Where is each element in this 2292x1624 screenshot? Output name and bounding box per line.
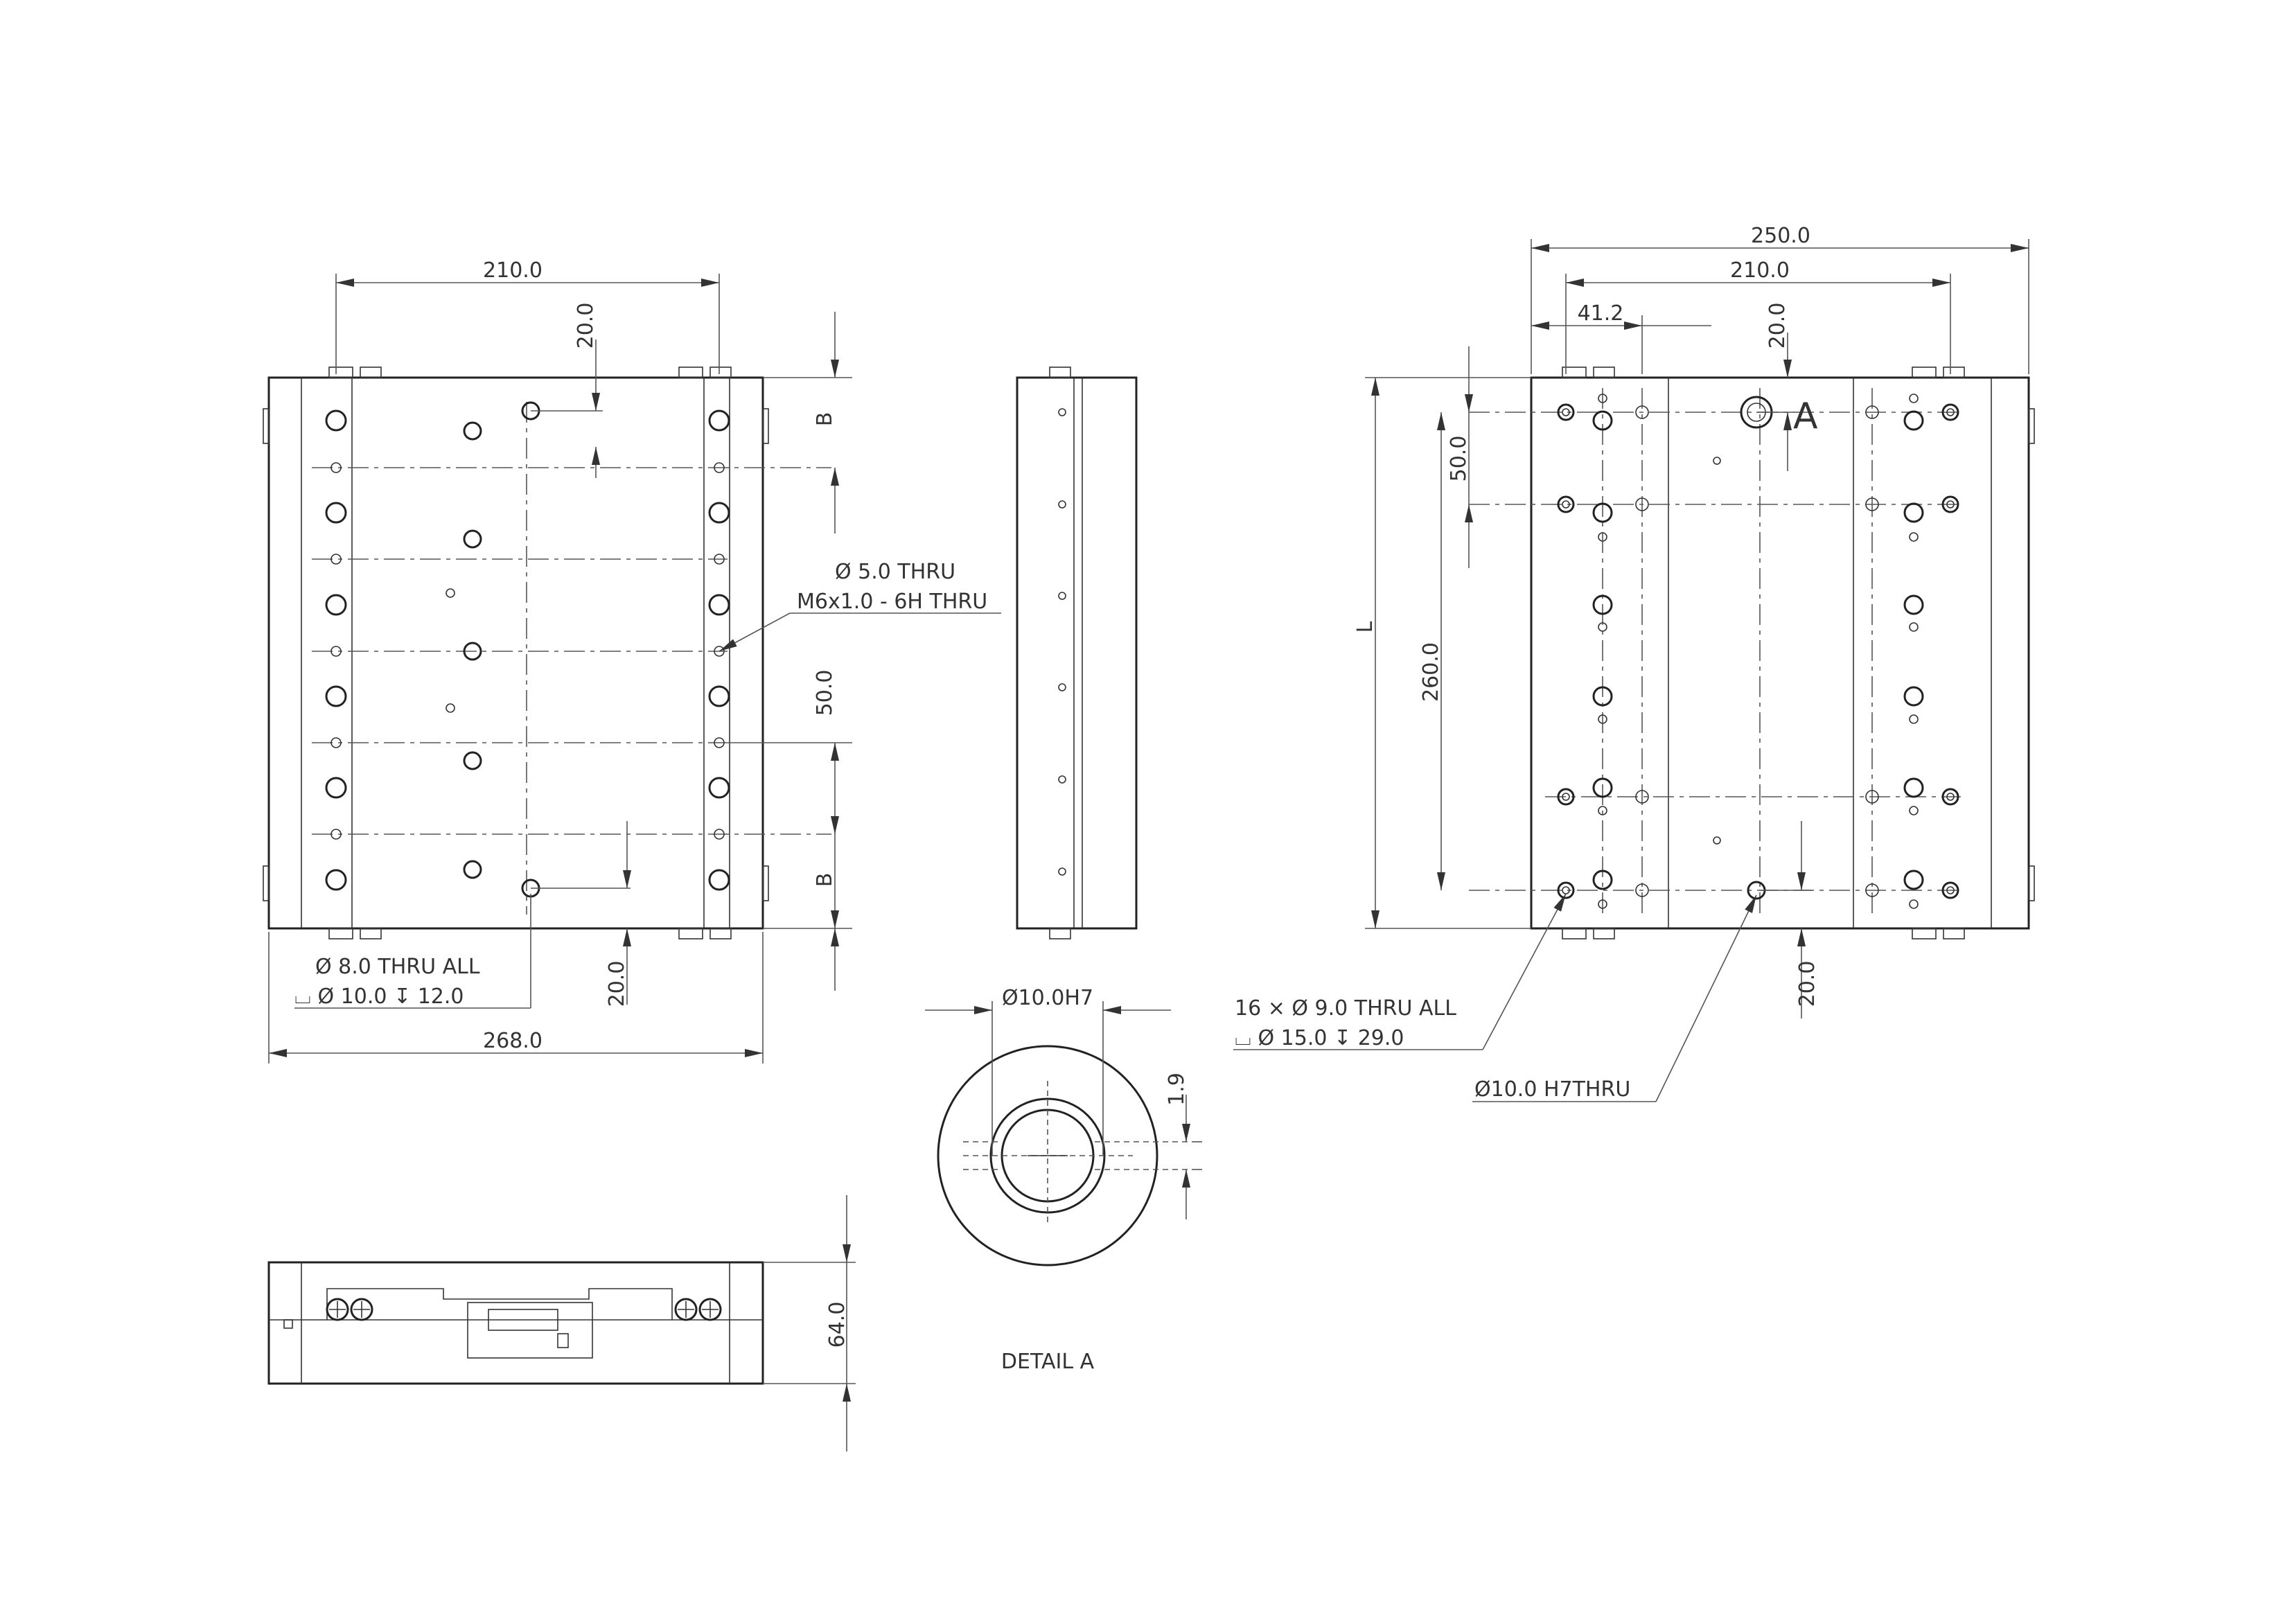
dim-rear-top-offset: 20.0 [1765, 303, 1790, 349]
tapped-holes [330, 462, 725, 840]
dim-front-top-offset: 20.0 [574, 303, 598, 349]
callout-mount-line2: ⌴ Ø 15.0 ↧ 29.0 [1235, 1026, 1404, 1050]
cbore-holes-left [325, 409, 347, 891]
front-plate-outline [267, 376, 764, 930]
mount-holes [1557, 403, 1959, 899]
dim-rear-pitch: 50.0 [1447, 436, 1471, 482]
bottom-view: 64.0 [267, 1195, 856, 1451]
callout-cbore-line2: ⌴ Ø 10.0 ↧ 12.0 [294, 985, 464, 1009]
detail-title: DETAIL A [1001, 1350, 1095, 1374]
dim-rear-overall: 250.0 [1751, 224, 1810, 248]
callout-tapped-line2: M6x1.0 - 6H THRU [797, 590, 987, 614]
detail-a-label: A [1793, 396, 1818, 437]
front-view: 210.0 268.0 20.0 20.0 B 50.0 B Ø 5.0 THR… [263, 258, 1001, 1063]
side-profile-outline [1016, 376, 1138, 930]
callout-tapped-line1: Ø 5.0 THRU [835, 560, 955, 584]
dim-detail-depth: 1.9 [1165, 1073, 1189, 1106]
bottom-profile-outline [267, 1261, 764, 1385]
dim-front-b-top: B [813, 412, 837, 427]
callout-mount-line1: 16 × Ø 9.0 THRU ALL [1235, 996, 1456, 1021]
rear-plate-outline [1530, 376, 2030, 930]
side-view [1016, 367, 1138, 939]
dim-detail-bore: Ø10.0H7 [1002, 986, 1093, 1010]
dim-front-overall: 268.0 [483, 1029, 543, 1053]
callout-cbore-line1: Ø 8.0 THRU ALL [315, 955, 480, 979]
rear-view: A 250.0 210.0 41.2 20.0 20.0 L 260.0 [1233, 224, 2035, 1102]
detail-outer-circle [937, 1045, 1158, 1266]
dim-rear-length: L [1353, 621, 1377, 633]
dim-front-pitch: 50.0 [813, 670, 837, 716]
dim-rear-width: 210.0 [1730, 258, 1790, 283]
dim-front-bottom-offset: 20.0 [605, 961, 629, 1007]
dim-bottom-height: 64.0 [825, 1302, 849, 1348]
detail-a: Ø10.0H7 1.9 DETAIL A [925, 986, 1202, 1374]
callout-pin: Ø10.0 H7THRU [1474, 1077, 1630, 1102]
dim-front-width: 210.0 [483, 258, 543, 283]
dim-rear-span: 260.0 [1419, 642, 1443, 702]
dim-rear-bottom-offset: 20.0 [1795, 961, 1819, 1007]
cbore-holes-right [708, 409, 730, 891]
dim-front-b-bottom: B [813, 873, 837, 888]
dim-rear-offset: 41.2 [1578, 301, 1624, 326]
